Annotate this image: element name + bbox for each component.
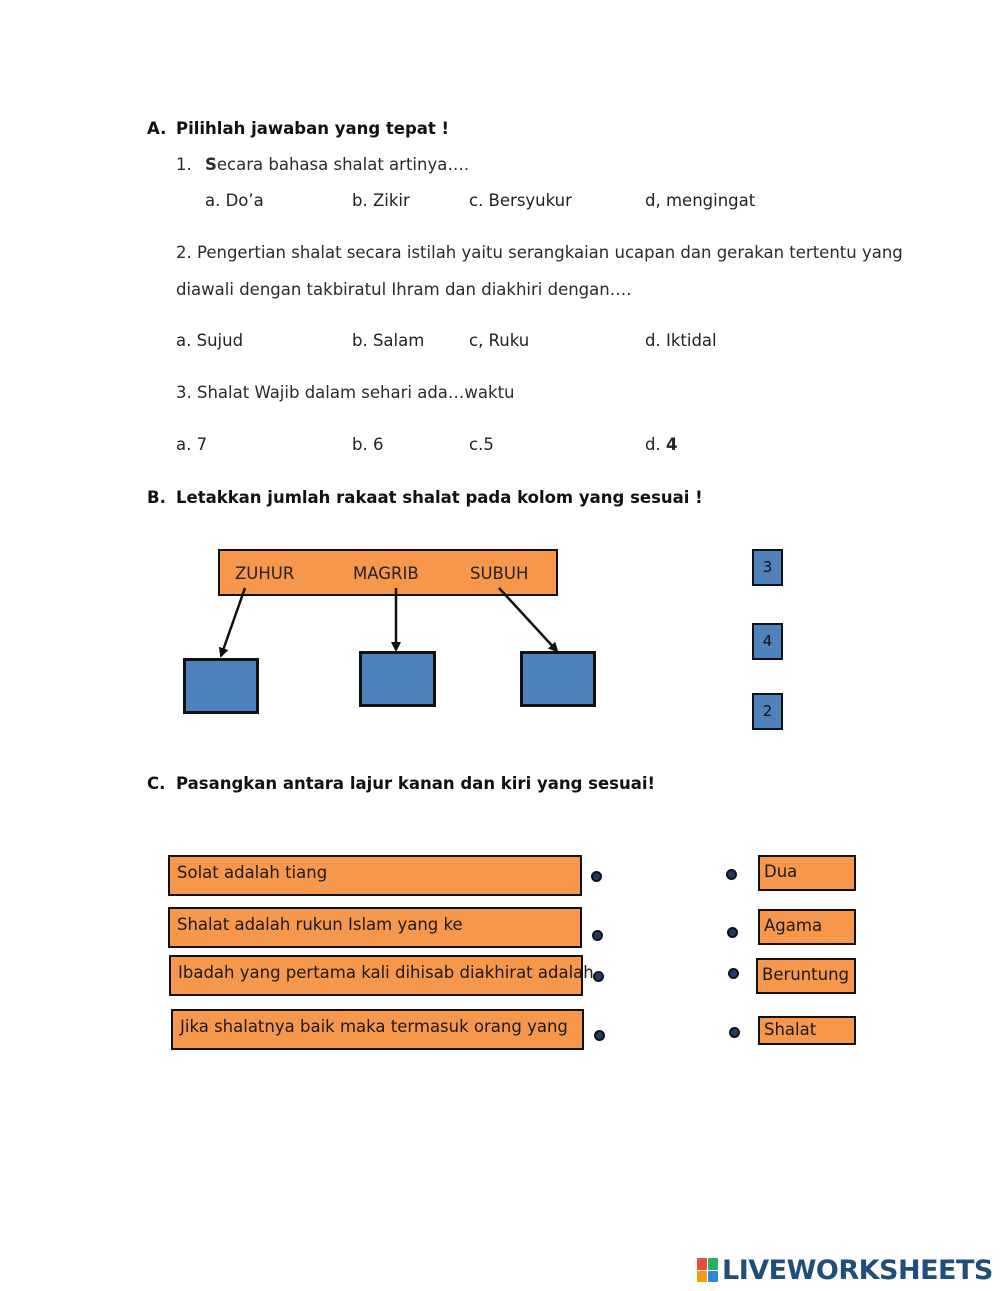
prayer-label-subuh: SUBUH	[470, 564, 529, 583]
q1-number: 1.	[176, 155, 192, 174]
q1-first-letter: S	[205, 155, 217, 174]
match-left-item: Jika shalatnya baik maka termasuk orang …	[171, 1009, 584, 1050]
arrow-zuhur	[218, 587, 247, 658]
q2-option-c[interactable]: c, Ruku	[469, 331, 530, 350]
match-right-dot-2[interactable]	[727, 927, 738, 938]
q1-option-a[interactable]: a. Do’a	[205, 191, 264, 210]
q1-text: Secara bahasa shalat artinya….	[205, 155, 469, 174]
section-b-title: Letakkan jumlah rakaat shalat pada kolom…	[176, 488, 703, 507]
liveworksheets-logo: LIVEWORKSHEETS	[697, 1254, 993, 1286]
section-a-letter: A.	[147, 119, 167, 138]
section-b-letter: B.	[147, 488, 166, 507]
q3-option-b[interactable]: b. 6	[352, 435, 384, 454]
arrow-subuh	[498, 587, 559, 653]
q2-option-d[interactable]: d. Iktidal	[645, 331, 717, 350]
section-c-title: Pasangkan antara lajur kanan dan kiri ya…	[176, 774, 656, 793]
q3-option-c[interactable]: c.5	[469, 435, 494, 454]
match-left-item: Shalat adalah rukun Islam yang ke	[168, 907, 582, 948]
q2-line2: diawali dengan takbiratul Ihram dan diak…	[176, 280, 632, 299]
match-left-item: Solat adalah tiang	[168, 855, 582, 896]
liveworksheets-wordmark: LIVEWORKSHEETS	[722, 1254, 993, 1286]
q2-option-a[interactable]: a. Sujud	[176, 331, 244, 350]
q1-option-c[interactable]: c. Bersyukur	[469, 191, 572, 210]
q2-option-b[interactable]: b. Salam	[352, 331, 425, 350]
q3-text: 3. Shalat Wajib dalam sehari ada…waktu	[176, 383, 515, 402]
number-tile-3[interactable]: 3	[752, 549, 783, 586]
match-left-item: Ibadah yang pertama kali dihisab diakhir…	[169, 955, 594, 996]
match-right-item: Shalat	[758, 1016, 856, 1045]
prayer-header-box: ZUHUR MAGRIB SUBUH	[218, 549, 558, 596]
number-tile-4[interactable]: 4	[752, 623, 783, 660]
number-tile-2[interactable]: 2	[752, 693, 783, 730]
q3-option-d[interactable]: d. 4	[645, 435, 677, 454]
drop-box-zuhur[interactable]	[183, 658, 259, 714]
section-c-letter: C.	[147, 774, 166, 793]
q3-option-d-label: d.	[645, 435, 661, 454]
liveworksheets-logo-icon	[697, 1258, 718, 1282]
drop-box-magrib[interactable]	[359, 651, 436, 707]
match-left-dot-2[interactable]	[592, 930, 603, 941]
q3-option-d-value: 4	[665, 435, 678, 454]
q3-option-a[interactable]: a. 7	[176, 435, 208, 454]
q1-text-rest: ecara bahasa shalat artinya….	[216, 155, 470, 174]
match-left-dot-3[interactable]	[593, 971, 604, 982]
match-right-dot-4[interactable]	[729, 1027, 740, 1038]
q2-line1: 2. Pengertian shalat secara istilah yait…	[176, 243, 903, 262]
q1-option-b[interactable]: b. Zikir	[352, 191, 410, 210]
prayer-label-magrib: MAGRIB	[353, 564, 419, 583]
match-right-dot-1[interactable]	[726, 869, 737, 880]
q1-option-d[interactable]: d, mengingat	[645, 191, 756, 210]
match-right-item: Agama	[758, 909, 856, 945]
match-left-dot-1[interactable]	[591, 871, 602, 882]
match-right-item: Beruntung	[756, 958, 856, 994]
match-right-dot-3[interactable]	[728, 968, 739, 979]
prayer-label-zuhur: ZUHUR	[235, 564, 295, 583]
drop-box-subuh[interactable]	[520, 651, 596, 707]
arrows-layer	[218, 587, 559, 658]
match-right-item: Dua	[758, 855, 856, 891]
match-left-dot-4[interactable]	[594, 1030, 605, 1041]
section-a-title: Pilihlah jawaban yang tepat !	[176, 119, 450, 138]
